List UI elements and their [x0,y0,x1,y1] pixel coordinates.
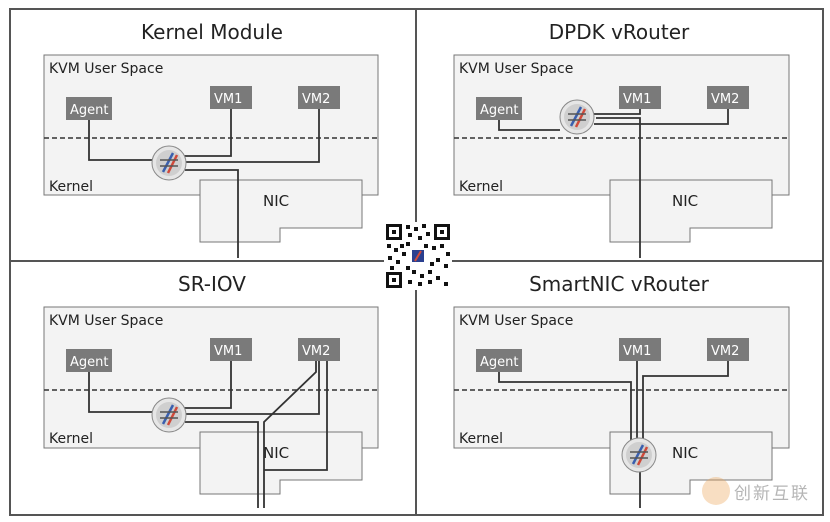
vm1-box [619,338,661,361]
agent-box [476,97,522,120]
vm1-label: VM1 [214,344,242,359]
vm1-label: VM1 [214,92,242,107]
vrouter-icon [150,144,188,182]
agent-label: Agent [480,103,518,118]
agent-label: Agent [70,103,108,118]
vrouter-icon [620,436,658,474]
quadrant-title-sr-iov: SR-IOV [178,272,246,296]
vm1-box [619,86,661,109]
quadrant-kernel-module: KVM User Space Kernel NIC Agent VM1 VM2 [43,54,379,258]
quadrant-title-kernel-module: Kernel Module [141,20,283,44]
nic-box [609,179,773,243]
kernel-label: Kernel [459,179,503,195]
nic-label: NIC [672,444,698,462]
vrouter-icon [150,396,188,434]
agent-label: Agent [480,355,518,370]
quadrant-title-dpdk-vrouter: DPDK vRouter [548,20,690,44]
frame-left [9,8,11,516]
agent-label: Agent [70,355,108,370]
vm2-label: VM2 [302,344,330,359]
watermark-text: 创新互联 [734,484,810,504]
nic-box [199,431,363,495]
connection-lines [498,109,729,258]
vm2-box [707,338,749,361]
vm1-label: VM1 [623,92,651,107]
kernel-label: Kernel [49,179,93,195]
nic-box [199,179,363,243]
watermark-logo-icon [702,477,730,505]
agent-box [66,349,112,372]
vm1-box [210,338,252,361]
kernel-label: Kernel [49,431,93,447]
vm2-label: VM2 [711,92,739,107]
user-space-label: KVM User Space [459,313,573,329]
user-space-label: KVM User Space [49,313,163,329]
nic-label: NIC [263,192,289,210]
vm2-label: VM2 [302,92,330,107]
vm2-box [298,86,340,109]
quadrant-title-smartnic-vrouter: SmartNIC vRouter [416,272,822,296]
vrouter-icon [558,98,596,136]
user-space-label: KVM User Space [49,61,163,77]
frame-right [822,8,824,516]
quadrant-smartnic-vrouter: KVM User Space Kernel NIC Agent VM1 VM2 [453,306,790,508]
quadrant-sr-iov: KVM User Space Kernel NIC Agent VM1 VM2 [43,306,379,508]
nic-label: NIC [263,444,289,462]
vm1-label: VM1 [623,344,651,359]
user-space-label: KVM User Space [459,61,573,77]
vm1-box [210,86,252,109]
agent-box [66,97,112,120]
qr-code-icon [384,222,452,290]
vm2-label: VM2 [711,344,739,359]
connection-lines [498,361,729,508]
watermark: 创新互联 [690,467,830,517]
connection-lines [88,361,328,508]
agent-box [476,349,522,372]
smartnic-word: SmartNIC vRouter [529,272,709,296]
nic-label: NIC [672,192,698,210]
vm2-box [707,86,749,109]
kernel-label: Kernel [459,431,503,447]
connection-lines [88,109,320,258]
vm2-box [298,338,340,361]
quadrant-dpdk-vrouter: KVM User Space Kernel NIC Agent VM1 VM2 [453,54,790,258]
